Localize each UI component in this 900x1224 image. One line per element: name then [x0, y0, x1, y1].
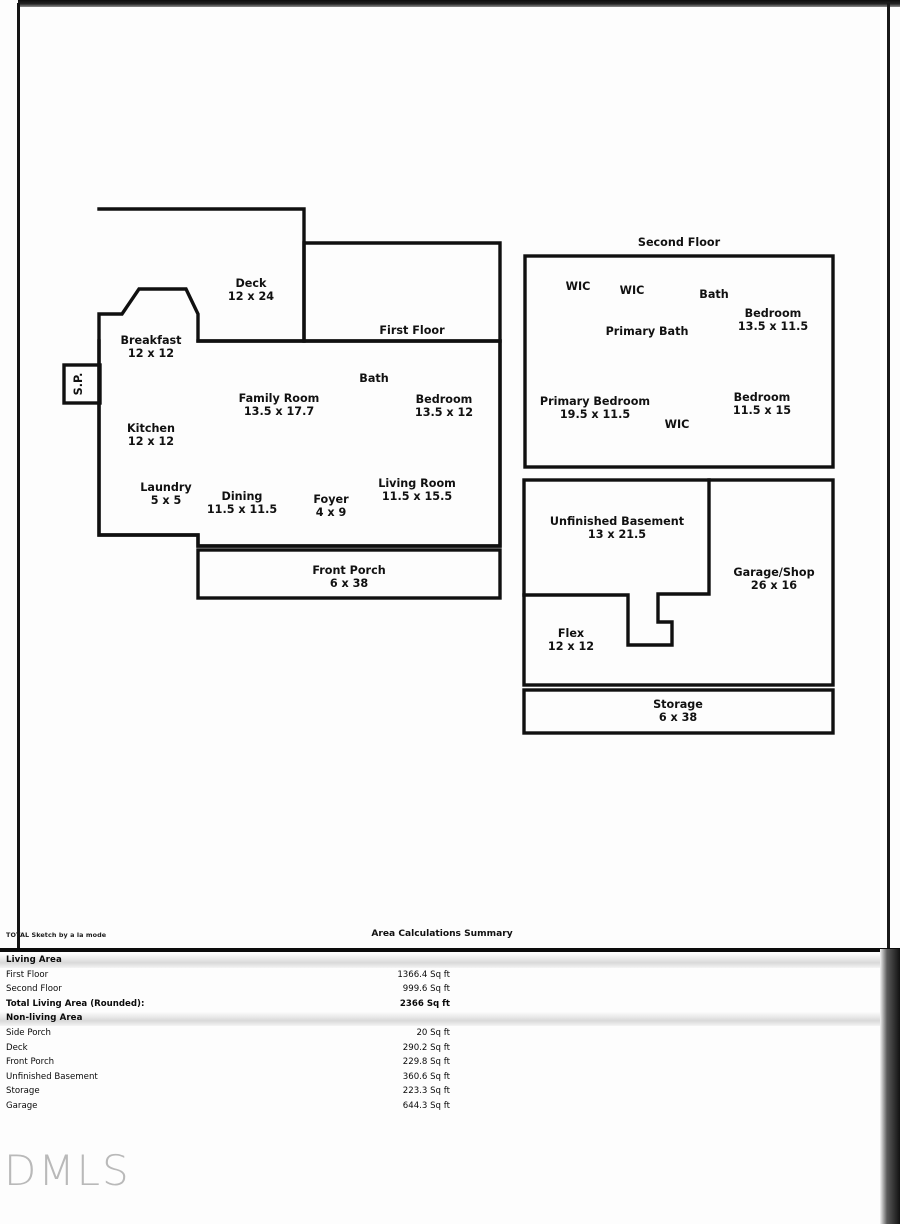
room-label-front-porch: Front Porch: [312, 564, 385, 577]
room-dim-unfinished-basement: 13 x 21.5: [588, 528, 646, 541]
summary-row-second-floor: Second Floor 999.6 Sq ft: [0, 982, 900, 997]
room-dim-dining: 11.5 x 11.5: [207, 503, 277, 516]
basement-interior-walls: [522, 478, 711, 647]
room-dim-foyer: 4 x 9: [316, 506, 347, 519]
room-label-deck: Deck: [236, 277, 268, 290]
basement-outline: [522, 478, 835, 687]
summary-header: TOTAL Sketch by a la mode Area Calculati…: [0, 928, 900, 948]
first-floor-body: [97, 339, 502, 548]
summary-row-deck-value: 290.2 Sq ft: [402, 1042, 450, 1053]
summary-row-first-floor: First Floor 1366.4 Sq ft: [0, 968, 900, 983]
summary-row-deck: Deck 290.2 Sq ft: [0, 1041, 900, 1056]
room-label-wic-3: WIC: [665, 418, 690, 431]
first-floor-plan: First Floor Deck 12 x 24 Breakfast 12 x …: [62, 207, 502, 600]
summary-row-storage: Storage 223.3 Sq ft: [0, 1084, 900, 1099]
sketch-brand-label: TOTAL Sketch by a la mode: [6, 931, 107, 939]
summary-row-second-floor-value: 999.6 Sq ft: [402, 984, 450, 995]
summary-row-side-porch: Side Porch 20 Sq ft: [0, 1026, 900, 1041]
room-label-living-room: Living Room: [378, 477, 456, 490]
room-label-flex: Flex: [558, 627, 585, 640]
room-label-laundry: Laundry: [140, 481, 192, 494]
summary-section-living-heading: Living Area: [6, 955, 62, 965]
summary-row-first-floor-label: First Floor: [6, 969, 49, 980]
room-dim-bedroom-second-b: 11.5 x 15: [733, 404, 791, 417]
room-dim-family-room: 13.5 x 17.7: [244, 405, 314, 418]
room-label-breakfast: Breakfast: [120, 334, 182, 347]
summary-row-total-living: Total Living Area (Rounded): 2366 Sq ft: [0, 997, 900, 1012]
summary-row-unfinished-basement-value: 360.6 Sq ft: [402, 1071, 450, 1082]
summary-title: Area Calculations Summary: [371, 929, 513, 939]
room-label-wic-1: WIC: [566, 280, 591, 293]
scan-edge-right: [887, 3, 890, 949]
room-label-family-room: Family Room: [239, 392, 320, 405]
storage-outline: [522, 688, 835, 735]
room-label-kitchen: Kitchen: [127, 422, 175, 435]
side-porch-outline: [62, 363, 102, 405]
summary-row-garage-value: 644.3 Sq ft: [402, 1100, 450, 1111]
scan-edge-top: [18, 0, 900, 7]
room-label-bedroom-second-b: Bedroom: [734, 391, 791, 404]
scan-edge-left: [17, 3, 20, 949]
summary-row-storage-label: Storage: [6, 1086, 40, 1097]
summary-row-first-floor-value: 1366.4 Sq ft: [397, 969, 450, 980]
summary-row-storage-value: 223.3 Sq ft: [402, 1086, 450, 1097]
room-label-storage: Storage: [653, 698, 703, 711]
dmls-watermark: DMLS: [4, 1146, 131, 1195]
room-label-dining: Dining: [222, 490, 263, 503]
summary-row-deck-label: Deck: [6, 1042, 28, 1053]
room-label-wic-2: WIC: [620, 284, 645, 297]
room-dim-flex: 12 x 12: [548, 640, 594, 653]
room-label-bath-second: Bath: [699, 288, 728, 301]
room-dim-kitchen: 12 x 12: [128, 435, 174, 448]
room-label-primary-bedroom: Primary Bedroom: [540, 395, 650, 408]
summary-row-total-living-label: Total Living Area (Rounded):: [6, 998, 145, 1009]
room-dim-primary-bedroom: 19.5 x 11.5: [560, 408, 630, 421]
room-label-bedroom-second-a: Bedroom: [745, 307, 802, 320]
room-label-primary-bath: Primary Bath: [606, 325, 689, 338]
floor-plan-sketch: First Floor Deck 12 x 24 Breakfast 12 x …: [62, 207, 835, 735]
second-floor-title: Second Floor: [638, 236, 721, 249]
summary-row-side-porch-label: Side Porch: [6, 1027, 51, 1038]
room-dim-garage-shop: 26 x 16: [751, 579, 797, 592]
room-label-foyer: Foyer: [313, 493, 349, 506]
room-label-side-porch: S.P.: [72, 373, 85, 396]
area-calculations-summary: TOTAL Sketch by a la mode Area Calculati…: [0, 928, 900, 1114]
summary-row-second-floor-label: Second Floor: [6, 984, 62, 995]
summary-row-front-porch-value: 229.8 Sq ft: [402, 1057, 450, 1068]
room-dim-breakfast: 12 x 12: [128, 347, 174, 360]
summary-section-nonliving-heading: Non-living Area: [6, 1013, 83, 1024]
room-label-bedroom-first: Bedroom: [416, 393, 473, 406]
front-porch-outline: [196, 548, 502, 600]
summary-row-unfinished-basement-label: Unfinished Basement: [6, 1071, 98, 1082]
first-floor-title: First Floor: [379, 324, 445, 337]
summary-row-garage-label: Garage: [6, 1100, 38, 1111]
room-dim-front-porch: 6 x 38: [330, 577, 369, 590]
second-floor-outline: [523, 254, 835, 469]
summary-row-total-living-value: 2366 Sq ft: [399, 998, 450, 1009]
summary-section-nonliving: Non-living Area: [0, 1011, 900, 1026]
room-dim-laundry: 5 x 5: [151, 494, 182, 507]
second-floor-plan: Second Floor WIC WIC Bath Primary Bath B…: [523, 236, 835, 469]
room-label-garage-shop: Garage/Shop: [733, 566, 814, 579]
summary-section-living: Living Area: [0, 953, 900, 968]
room-label-bath-first: Bath: [359, 372, 388, 385]
room-label-unfinished-basement: Unfinished Basement: [550, 515, 685, 528]
room-dim-storage: 6 x 38: [659, 711, 698, 724]
summary-row-garage: Garage 644.3 Sq ft: [0, 1099, 900, 1114]
summary-row-front-porch: Front Porch 229.8 Sq ft: [0, 1055, 900, 1070]
summary-row-front-porch-label: Front Porch: [6, 1057, 55, 1068]
room-dim-deck: 12 x 24: [228, 290, 274, 303]
scan-edge-right-lower: [880, 949, 900, 1224]
summary-row-unfinished-basement: Unfinished Basement 360.6 Sq ft: [0, 1070, 900, 1085]
summary-row-side-porch-value: 20 Sq ft: [416, 1027, 450, 1038]
summary-body: Living Area First Floor 1366.4 Sq ft Sec…: [0, 952, 900, 1114]
room-dim-living-room: 11.5 x 15.5: [382, 490, 452, 503]
room-dim-bedroom-first: 13.5 x 12: [415, 406, 473, 419]
room-dim-bedroom-second-a: 13.5 x 11.5: [738, 320, 808, 333]
scan-edge-bottom-rule: [0, 949, 900, 952]
basement-plan: Unfinished Basement 13 x 21.5 Garage/Sho…: [522, 478, 835, 735]
